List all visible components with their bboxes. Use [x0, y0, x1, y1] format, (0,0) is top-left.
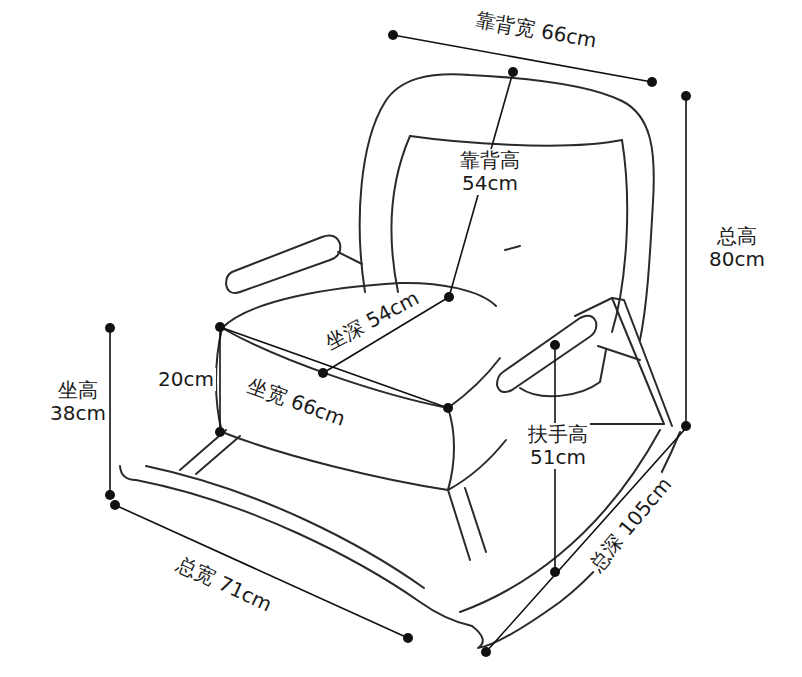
right-armrest: [497, 316, 606, 397]
dimension-label: 坐宽 66cm: [242, 373, 350, 431]
rocker-base: [120, 298, 680, 648]
dimension-label: 靠背高 54cm: [458, 149, 522, 195]
dimension-label: 总深 105cm: [583, 471, 677, 577]
dimension-dots: [105, 30, 691, 657]
dimension-label: 20cm: [156, 368, 216, 391]
dimension-label: 总高 80cm: [707, 225, 767, 271]
dimension-label: 靠背宽 66cm: [472, 8, 600, 53]
dimension-label: 总宽 71cm: [171, 551, 277, 617]
left-armrest: [226, 236, 362, 293]
seat-cushion: [216, 283, 506, 490]
dimension-label: 扶手高 51cm: [526, 423, 590, 469]
dimension-lines: [110, 35, 686, 652]
dimension-label: 坐高 38cm: [48, 379, 108, 425]
dimension-label: 坐深 54cm: [320, 285, 425, 355]
